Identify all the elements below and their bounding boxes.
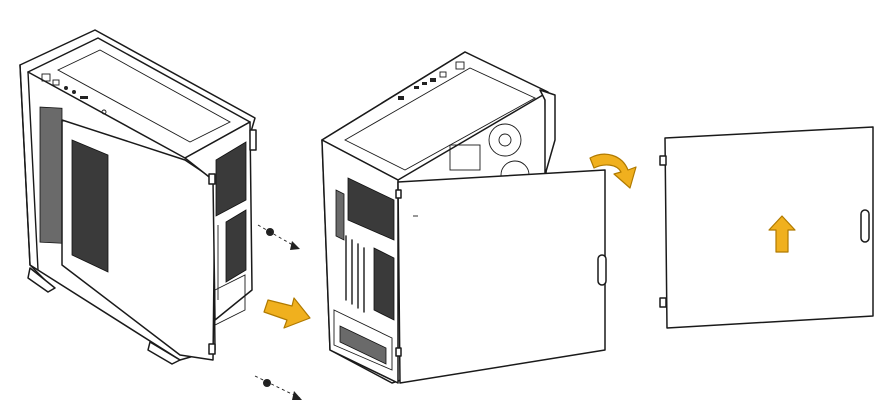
side-panel	[397, 169, 606, 384]
screw-removal	[254, 224, 302, 400]
expansion-slots	[345, 235, 365, 313]
front-io-buttons	[41, 73, 107, 115]
psu-bay	[333, 309, 393, 371]
top-glass	[57, 49, 231, 143]
hinge-icon	[208, 173, 216, 185]
case-interior-strip	[39, 106, 63, 244]
rear-latch	[249, 129, 257, 151]
detached-panel	[659, 126, 874, 329]
psu-vent	[339, 325, 387, 365]
top-glass	[344, 67, 536, 171]
front-io-buttons	[398, 61, 465, 100]
hinge-icon	[659, 155, 667, 166]
case-front-edge	[19, 64, 46, 281]
hinge-icon	[395, 347, 402, 357]
pull-direction-arrow	[292, 391, 302, 400]
side-panel-vent	[71, 139, 109, 273]
handle-icon	[597, 254, 607, 286]
side-panel	[664, 126, 874, 329]
rear-slot-mesh	[225, 209, 247, 283]
rear-fan-mesh	[215, 141, 247, 217]
front-bezel	[539, 89, 556, 176]
interior-fan	[488, 123, 522, 157]
rear-fan-mesh	[347, 177, 395, 241]
rear-slot-mesh	[373, 247, 395, 321]
case-open	[321, 51, 607, 384]
interior-bracket	[449, 144, 481, 171]
case-closed	[19, 29, 257, 365]
pull-direction-arrow	[263, 297, 311, 329]
hinge-icon	[395, 189, 402, 199]
hinge-icon	[659, 297, 667, 308]
pull-direction-arrow	[290, 241, 300, 250]
front-bezel-line	[27, 71, 39, 271]
screw-icon	[263, 379, 271, 387]
lift-arrow	[768, 215, 796, 253]
foot-front	[27, 267, 56, 293]
hinge-icon	[208, 343, 216, 355]
rotate-arrow	[589, 153, 637, 189]
handle-icon	[860, 209, 870, 243]
io-shield	[335, 189, 345, 241]
foot-rear	[147, 341, 181, 365]
psu-bay	[214, 274, 246, 326]
